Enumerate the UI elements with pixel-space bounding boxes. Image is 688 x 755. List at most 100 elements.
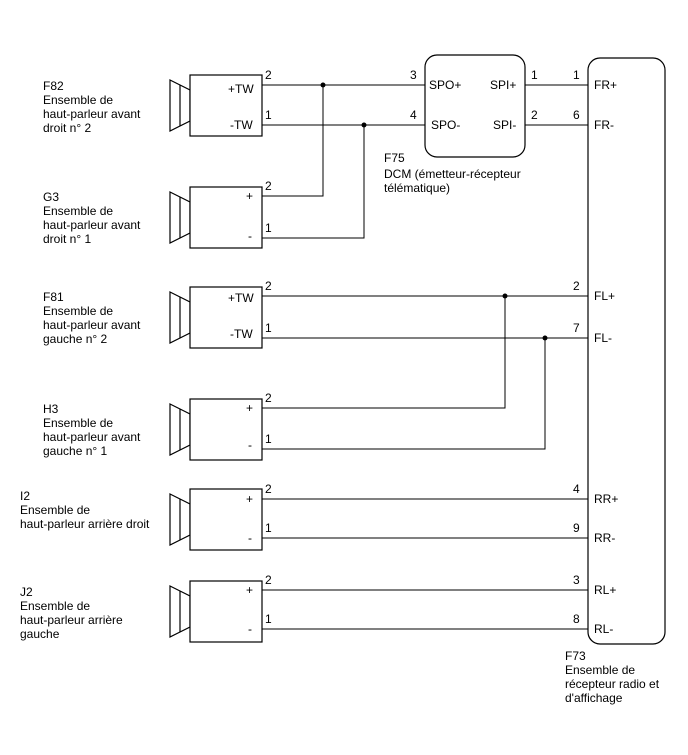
speaker-name-line: Ensemble de bbox=[43, 204, 113, 218]
speaker-plus-pin: 2 bbox=[265, 68, 272, 82]
radio-terminal-label: RR+ bbox=[594, 492, 618, 506]
speaker-name-line: Ensemble de bbox=[43, 416, 113, 430]
speaker-minus-pin: 1 bbox=[265, 221, 272, 235]
speaker-minus-terminal: - bbox=[248, 622, 252, 636]
speaker-minus-pin: 1 bbox=[265, 432, 272, 446]
radio-terminal-pin: 9 bbox=[573, 521, 580, 535]
speaker-box bbox=[189, 186, 263, 249]
radio-terminal-pin: 3 bbox=[573, 573, 580, 587]
speaker-plus-pin: 2 bbox=[265, 573, 272, 587]
speaker-name-line: haut-parleur avant bbox=[43, 430, 141, 444]
speaker-minus-terminal: - bbox=[248, 531, 252, 545]
speaker-code: F82 bbox=[43, 79, 64, 93]
wire-h3-minus bbox=[262, 338, 546, 450]
speaker-code: J2 bbox=[20, 585, 33, 599]
speaker-name-line: haut-parleur avant bbox=[43, 218, 141, 232]
speaker-name-line: gauche n° 2 bbox=[43, 332, 108, 346]
junction-dot bbox=[320, 82, 326, 88]
radio-terminals: FR+1FR-6FL+2FL-7RR+4RR-9RL+3RL-8 bbox=[573, 68, 618, 636]
speaker-name-line: Ensemble de bbox=[43, 304, 113, 318]
speaker-plus-terminal: +TW bbox=[228, 82, 254, 96]
speaker-plus-terminal: + bbox=[246, 189, 253, 203]
dcm-code: F75 bbox=[384, 151, 405, 165]
radio-terminal-pin: 6 bbox=[573, 108, 580, 122]
radio-terminal-pin: 2 bbox=[573, 279, 580, 293]
wire-g3-plus bbox=[262, 85, 324, 197]
speaker-box bbox=[189, 286, 263, 349]
speaker-plus-terminal: + bbox=[246, 401, 253, 415]
dcm-box bbox=[424, 54, 526, 158]
speaker-plus-terminal: + bbox=[246, 492, 253, 506]
radio-terminal-pin: 7 bbox=[573, 321, 580, 335]
speaker-minus-terminal: -TW bbox=[230, 118, 253, 132]
speaker-box bbox=[189, 580, 263, 643]
dcm-pin-spo-plus: 3 bbox=[410, 68, 417, 82]
speaker-minus-pin: 1 bbox=[265, 321, 272, 335]
speaker-minus-terminal: - bbox=[248, 438, 252, 452]
speaker-minus-pin: 1 bbox=[265, 521, 272, 535]
speaker-name-line: haut-parleur avant bbox=[43, 107, 141, 121]
radio-terminal-label: RL- bbox=[594, 622, 613, 636]
speaker-plus-pin: 2 bbox=[265, 179, 272, 193]
dcm-terminal-spi-minus: SPI- bbox=[493, 118, 516, 132]
dcm-pin-spi-plus: 1 bbox=[531, 68, 538, 82]
speaker-name-line: haut-parleur arrière droit bbox=[20, 517, 150, 531]
speaker-code: G3 bbox=[43, 190, 59, 204]
speaker-box bbox=[189, 398, 263, 461]
junction-dot bbox=[361, 122, 367, 128]
radio-terminal-label: FL- bbox=[594, 331, 612, 345]
wires bbox=[262, 84, 588, 630]
speaker-name-line: gauche n° 1 bbox=[43, 444, 108, 458]
speaker-plus-pin: 2 bbox=[265, 482, 272, 496]
speaker-box bbox=[189, 488, 263, 551]
dcm-name-line: DCM (émetteur-récepteur bbox=[384, 167, 521, 181]
dcm-pin-spi-minus: 2 bbox=[531, 108, 538, 122]
radio-terminal-label: RL+ bbox=[594, 583, 616, 597]
radio-terminal-label: FR- bbox=[594, 118, 614, 132]
dcm-terminal-spi-plus: SPI+ bbox=[490, 78, 516, 92]
wire-g3-minus bbox=[262, 125, 365, 239]
speaker-name-line: droit n° 2 bbox=[43, 121, 91, 135]
speaker-name-line: Ensemble de bbox=[20, 599, 90, 613]
speaker-code: H3 bbox=[43, 402, 59, 416]
wire-h3-plus bbox=[262, 296, 506, 409]
speaker-plus-pin: 2 bbox=[265, 391, 272, 405]
speaker-minus-pin: 1 bbox=[265, 108, 272, 122]
radio-terminal-label: FR+ bbox=[594, 78, 617, 92]
speaker-name-line: Ensemble de bbox=[20, 503, 90, 517]
radio-name-line: récepteur radio et bbox=[565, 677, 660, 691]
speaker-plus-terminal: + bbox=[246, 583, 253, 597]
speaker-code: I2 bbox=[20, 489, 30, 503]
speaker-name-line: droit n° 1 bbox=[43, 232, 91, 246]
speaker-minus-pin: 1 bbox=[265, 612, 272, 626]
radio-receiver-box bbox=[587, 57, 666, 645]
radio-name-line: d'affichage bbox=[565, 691, 623, 705]
radio-terminal-pin: 4 bbox=[573, 482, 580, 496]
speaker-name-line: haut-parleur avant bbox=[43, 318, 141, 332]
radio-terminal-pin: 1 bbox=[573, 68, 580, 82]
dcm-name-line: télématique) bbox=[384, 181, 450, 195]
speaker-plus-pin: 2 bbox=[265, 279, 272, 293]
junction-dot bbox=[502, 293, 508, 299]
speaker-name-line: haut-parleur arrière bbox=[20, 613, 123, 627]
radio-terminal-pin: 8 bbox=[573, 612, 580, 626]
radio-code: F73 bbox=[565, 649, 586, 663]
radio-name-line: Ensemble de bbox=[565, 663, 635, 677]
dcm-terminal-spo-plus: SPO+ bbox=[429, 78, 461, 92]
junction-dot bbox=[542, 335, 548, 341]
dcm-pin-spo-minus: 4 bbox=[410, 108, 417, 122]
dcm-terminal-spo-minus: SPO- bbox=[431, 118, 460, 132]
speaker-name-line: Ensemble de bbox=[43, 93, 113, 107]
speaker-minus-terminal: -TW bbox=[230, 327, 253, 341]
speaker-box bbox=[189, 74, 263, 137]
speaker-name-line: gauche bbox=[20, 627, 60, 641]
speaker-minus-terminal: - bbox=[248, 229, 252, 243]
